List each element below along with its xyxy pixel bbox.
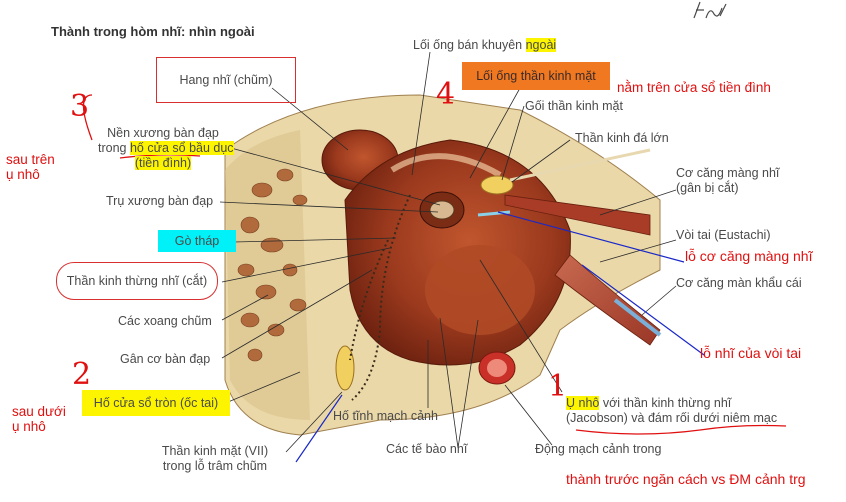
annotation-num-2: 2 xyxy=(72,357,92,392)
eustachian-tube xyxy=(554,254,661,346)
label-than-kinh-thung-nhi: Thần kinh thừng nhĩ (cắt) xyxy=(56,262,218,300)
annotation-lo-nhi: lỗ nhĩ của vòi tai xyxy=(700,345,802,361)
label-cac-te-bao-nhi: Các tế bào nhĩ xyxy=(386,442,468,456)
label-loi-ong-ban-khuyen: Lối ống bán khuyên ngoài xyxy=(413,38,557,52)
label-co-cang-mang-nhi: Cơ căng màng nhĩ (gân bị cắt) xyxy=(676,166,780,195)
annotation-num-1: 1 xyxy=(548,369,568,404)
label-co-cang-man-khau-cai: Cơ căng màn khẩu cái xyxy=(676,276,802,290)
annotation-num-3: 3 xyxy=(70,89,90,124)
annotation-lo-co-cang: lỗ cơ căng màng nhĩ xyxy=(685,248,813,264)
label-than-kinh-mat-vii: Thần kinh mặt (VII) trong lỗ trâm chũm xyxy=(161,444,269,473)
facial-canal xyxy=(390,153,502,178)
page-title: Thành trong hòm nhĩ: nhìn ngoài xyxy=(51,24,255,39)
annotation-sau-duoi: sau dưới ụ nhô xyxy=(12,404,66,434)
annotation-num-4: 4 xyxy=(436,77,456,112)
geniculate-ganglion xyxy=(480,175,514,195)
promontory xyxy=(425,245,535,335)
label-go-thap: Gò tháp xyxy=(158,230,236,252)
stapes xyxy=(419,191,465,229)
internal-carotid-artery xyxy=(478,351,516,385)
label-tru-xuong-ban-dap: Trụ xương bàn đạp xyxy=(106,194,214,208)
label-voi-tai: Vòi tai (Eustachi) xyxy=(676,228,771,242)
label-hang-nhi: Hang nhĩ (chũm) xyxy=(156,57,296,103)
label-gan-co-ban-dap: Gân cơ bàn đạp xyxy=(120,352,211,366)
label-dong-mach-canh-trong: Động mạch cảnh trong xyxy=(535,442,662,456)
greater-petrosal-nerve xyxy=(509,148,651,182)
tensor-tendon xyxy=(477,210,511,217)
signature xyxy=(693,1,727,19)
tensor-tympani xyxy=(504,194,651,236)
leader-lines xyxy=(219,51,677,453)
tensor-veli-palatini xyxy=(613,298,662,337)
label-ho-cua-so-tron: Hố cửa sổ tròn (ốc tai) xyxy=(82,390,230,416)
blue-annotation-arrows xyxy=(295,211,705,463)
label-loi-ong-than-kinh-mat: Lối ống thần kinh mặt xyxy=(462,62,610,90)
label-goi-than-kinh-mat: Gối thần kinh mặt xyxy=(525,99,623,113)
label-cac-xoang-chum: Các xoang chũm xyxy=(118,314,212,328)
facial-nerve-vii xyxy=(335,345,355,391)
annotation-sau-tren: sau trên ụ nhô xyxy=(6,152,55,182)
label-than-kinh-da-lon: Thần kinh đá lớn xyxy=(575,131,669,145)
annotation-thanh-truoc: thành trước ngăn cách vs ĐM cảnh trg xyxy=(566,471,806,487)
annotation-nam-tren: nằm trên cửa sổ tiền đình xyxy=(617,80,771,95)
label-u-nho: Ụ nhô với thần kinh thừng nhĩ (Jacobson)… xyxy=(566,396,778,425)
label-ho-tinh-mach-canh: Hố tĩnh mạch cảnh xyxy=(333,409,438,423)
label-nen-xuong-ban-dap: Nền xương bàn đạp trong hố cửa sổ bầu dụ… xyxy=(98,126,234,170)
